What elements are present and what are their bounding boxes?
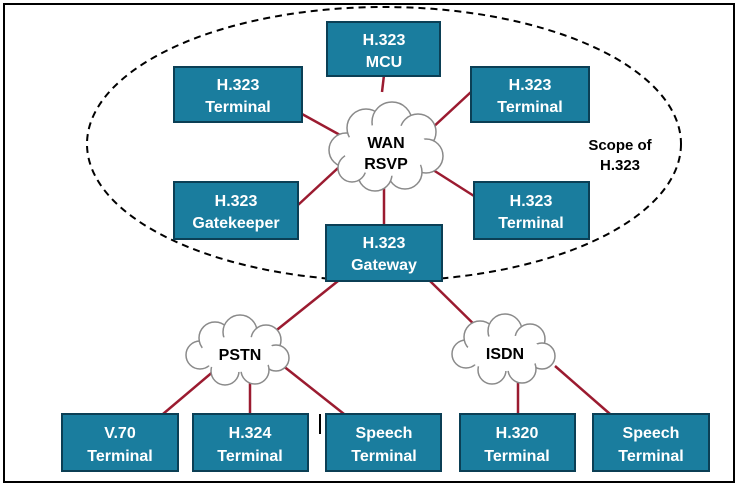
node-speech-terminal-1: Speech Terminal bbox=[325, 413, 442, 472]
node-gateway-line2: Gateway bbox=[351, 257, 417, 274]
node-gateway: H.323 Gateway bbox=[325, 224, 443, 282]
node-mcu: H.323 MCU bbox=[326, 21, 441, 77]
node-terminal-top-left-line1: H.323 bbox=[217, 77, 260, 94]
node-gatekeeper: H.323 Gatekeeper bbox=[173, 181, 299, 240]
node-terminal-mid-right-line2: Terminal bbox=[498, 215, 564, 232]
node-speech1-line2: Terminal bbox=[351, 448, 417, 465]
link-pstn-v70 bbox=[162, 369, 216, 415]
node-mcu-line2: MCU bbox=[366, 54, 402, 71]
node-v70-line1: V.70 bbox=[104, 425, 136, 442]
wan-cloud-label-line2: RSVP bbox=[364, 156, 408, 173]
node-mcu-line1: H.323 bbox=[363, 32, 406, 49]
pstn-cloud bbox=[185, 314, 290, 386]
node-v70-terminal: V.70 Terminal bbox=[61, 413, 179, 472]
link-pstn-speech1 bbox=[281, 364, 345, 415]
node-gateway-line1: H.323 bbox=[363, 235, 406, 252]
node-terminal-mid-right-line1: H.323 bbox=[510, 193, 553, 210]
node-h324-line1: H.324 bbox=[229, 425, 272, 442]
node-v70-line2: Terminal bbox=[87, 448, 153, 465]
node-h320-line2: Terminal bbox=[484, 448, 550, 465]
pstn-cloud-label: PSTN bbox=[219, 347, 262, 364]
node-terminal-top-right-line1: H.323 bbox=[509, 77, 552, 94]
node-speech2-line1: Speech bbox=[623, 425, 680, 442]
node-gatekeeper-line1: H.323 bbox=[215, 193, 258, 210]
wan-cloud bbox=[328, 101, 444, 192]
node-h324-line2: Terminal bbox=[217, 448, 283, 465]
node-terminal-top-right: H.323 Terminal bbox=[470, 66, 590, 123]
isdn-cloud-label: ISDN bbox=[486, 346, 524, 363]
node-terminal-top-right-line2: Terminal bbox=[497, 99, 563, 116]
node-speech2-line2: Terminal bbox=[618, 448, 684, 465]
link-isdn-speech2 bbox=[554, 365, 611, 415]
node-gatekeeper-line2: Gatekeeper bbox=[192, 215, 279, 232]
scope-label-line2: H.323 bbox=[600, 157, 640, 174]
node-h320-line1: H.320 bbox=[496, 425, 539, 442]
node-speech1-line1: Speech bbox=[356, 425, 413, 442]
node-terminal-mid-right: H.323 Terminal bbox=[473, 181, 590, 240]
link-wan-terminal-mr bbox=[429, 166, 475, 198]
node-speech-terminal-2: Speech Terminal bbox=[592, 413, 710, 472]
link-wan-gatekeeper bbox=[297, 167, 339, 206]
isdn-cloud bbox=[451, 313, 556, 385]
node-h320-terminal: H.320 Terminal bbox=[459, 413, 576, 472]
node-terminal-top-left-line2: Terminal bbox=[205, 99, 271, 116]
wan-cloud-label-line1: WAN bbox=[367, 135, 404, 152]
scope-label-line1: Scope of bbox=[588, 137, 652, 154]
link-wan-terminal-tl bbox=[301, 112, 341, 137]
node-terminal-top-left: H.323 Terminal bbox=[173, 66, 303, 123]
node-h324-terminal: H.324 Terminal bbox=[192, 413, 309, 472]
link-wan-mcu bbox=[380, 74, 386, 93]
link-wan-terminal-tr bbox=[429, 91, 472, 131]
